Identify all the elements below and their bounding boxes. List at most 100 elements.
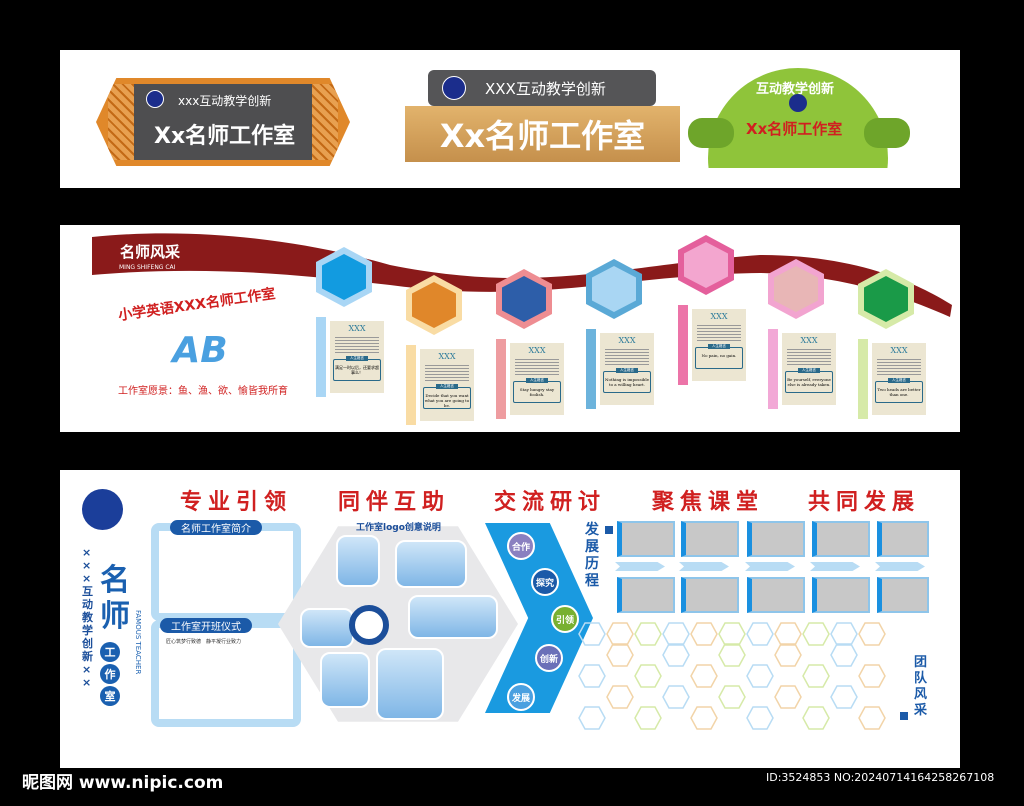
team-hexagon	[578, 622, 606, 646]
team-hexagon	[718, 685, 746, 709]
watermark-id: ID:3524853 NO:20240714164258267108	[766, 771, 995, 784]
card-body-text	[425, 363, 469, 383]
card-body-text	[335, 335, 379, 355]
dot-icon	[146, 90, 164, 108]
team-hexagon	[690, 706, 718, 730]
team-hexagon	[634, 706, 662, 730]
team-label: 团队风采	[914, 655, 928, 718]
card-motto: Stay hungry stay foolish.	[519, 387, 555, 397]
arrow-icon	[810, 562, 860, 571]
team-hexagon	[774, 643, 802, 667]
card-name: XXX	[348, 324, 366, 333]
motto-label: 人生格言	[526, 378, 548, 383]
chevron-item: 引领	[551, 605, 579, 633]
sign-subtitle: XXX互动教学创新	[485, 80, 606, 98]
team-hexagon	[858, 706, 886, 730]
side-title: 师	[100, 599, 130, 634]
history-photo	[617, 577, 675, 613]
color-bar	[858, 339, 868, 419]
team-hexagon	[802, 664, 830, 688]
section-heading: 聚焦课堂	[652, 489, 765, 515]
motto-label: 人生格言	[346, 356, 368, 361]
sign-subtitle: 互动教学创新	[756, 82, 835, 97]
flag-icon	[605, 526, 613, 534]
color-bar	[586, 329, 596, 409]
color-bar	[316, 317, 326, 397]
petal	[395, 540, 467, 588]
side-circle: 工	[100, 642, 120, 662]
team-hexagon	[802, 622, 830, 646]
sign-title: Xx名师工作室	[746, 120, 843, 138]
card-body-text	[515, 357, 559, 377]
card-motto: Nothing is impossible to a willing heart…	[604, 377, 649, 387]
history-photo	[681, 521, 739, 557]
color-bar	[678, 305, 688, 385]
motto-label: 人生格言	[888, 378, 910, 383]
side-circle: 作	[100, 664, 120, 684]
profile-card: XXX 人生格言 Nothing is impossible to a willi…	[600, 333, 654, 405]
card-body-text	[877, 357, 921, 377]
section-heading: 交流研讨	[494, 489, 607, 515]
motto-box: 人生格言 Two heads are better than one.	[875, 378, 923, 403]
team-hexagon	[746, 664, 774, 688]
dot-icon	[442, 76, 466, 100]
intro-box-title: 名师工作室简介	[170, 520, 262, 535]
card-motto: Two heads are better than one.	[877, 387, 921, 397]
team-hexagon	[662, 643, 690, 667]
team-hexagon	[634, 664, 662, 688]
team-hexagon	[746, 706, 774, 730]
card-body-text	[605, 347, 649, 367]
petal	[300, 608, 354, 648]
history-photo	[681, 577, 739, 613]
team-hexagon	[774, 685, 802, 709]
team-hexagon	[662, 685, 690, 709]
card-body-text	[787, 347, 831, 367]
card-motto: Be yourself, everyone else is already ta…	[787, 377, 831, 387]
profile-card: XXX 人生格言满足一时以后，还要求超事么！	[330, 321, 384, 393]
chevron-item: 合作	[507, 532, 535, 560]
intro-box	[151, 523, 301, 621]
side-english: FAMOUS TEACHER	[134, 610, 142, 675]
card-name: XXX	[710, 312, 728, 321]
team-hexagon	[830, 685, 858, 709]
team-hexagon	[606, 643, 634, 667]
banner-pinyin: MING SHIFENG CAI	[119, 264, 176, 271]
team-hexagon	[578, 706, 606, 730]
card-body-text	[697, 323, 741, 343]
banner-title: 名师风采	[120, 243, 181, 261]
card-motto: 满足一时以后，还要求超事么！	[335, 365, 379, 375]
color-bar	[768, 329, 778, 409]
flag-icon	[900, 712, 908, 720]
team-hexagon	[578, 664, 606, 688]
history-photo	[877, 577, 929, 613]
card-name: XXX	[618, 336, 636, 345]
team-hexagon	[606, 685, 634, 709]
right-sign: 互动教学创新 Xx名师工作室	[688, 68, 910, 168]
petal	[336, 535, 380, 587]
teacher-profile-panel: 名师风采 MING SHIFENG CAI 小学英语XXX名师工作室 AB 工作…	[60, 225, 960, 432]
team-hexagon	[718, 643, 746, 667]
arrow-icon	[615, 562, 665, 571]
card-name: XXX	[890, 346, 908, 355]
sign-top-plate	[428, 70, 656, 106]
motto-box: 人生格言 Nothing is impossible to a willing h…	[603, 368, 651, 393]
history-photo	[747, 521, 805, 557]
sign-title: Xx名师工作室	[154, 124, 296, 149]
ceremony-box	[151, 620, 301, 727]
chevron-item: 探究	[531, 568, 559, 596]
arrow-icon	[745, 562, 795, 571]
team-hexagon	[746, 622, 774, 646]
color-bar	[406, 345, 416, 425]
motto-label: 人生格言	[616, 368, 638, 373]
chevron-item: 创新	[535, 644, 563, 672]
history-photo	[812, 577, 870, 613]
team-hexagon	[634, 622, 662, 646]
dot-icon	[789, 94, 807, 112]
arrow-icon	[875, 562, 925, 571]
petal	[320, 652, 370, 708]
side-circle: 室	[100, 686, 120, 706]
